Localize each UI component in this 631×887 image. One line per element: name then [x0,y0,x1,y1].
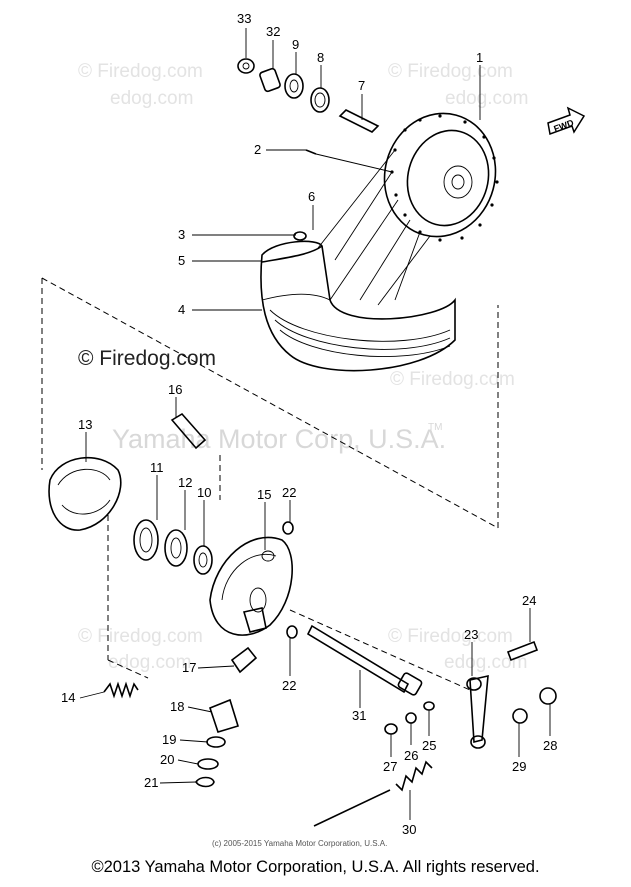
hub-assembly-left [48,412,213,575]
collar-28-icon [539,687,557,705]
watermark-firedog: © Firedog.com [388,61,513,82]
gear-17-icon [230,646,258,674]
bolt-24-icon [506,640,539,662]
joint-29-icon [512,708,528,724]
gear-16-icon [170,412,207,450]
callout-18: 18 [170,699,184,714]
watermark-firedog-fragment: edog.com [444,652,527,673]
watermark-firedog: © Firedog.com [78,61,203,82]
seal-9-icon [284,73,304,99]
nut-22-icon [282,521,294,535]
callout-23: 23 [464,627,478,642]
callout-32: 32 [266,24,280,39]
callout-29: 29 [512,759,526,774]
washer-25-icon [423,701,435,711]
callout-31: 31 [352,708,366,723]
watermark-yamaha: Yamaha Motor Corp, U.S.A. [112,424,446,454]
nut-33-icon [237,58,255,74]
callout-19: 19 [162,732,176,747]
callout-30: 30 [402,822,416,837]
callout-4: 4 [178,302,185,317]
callout-20: 20 [160,752,174,767]
spacer-7-icon [338,109,380,133]
valve-cap-6-icon [293,231,307,241]
watermark-firedog-fragment: edog.com [445,88,528,109]
watermark-layer: © Firedog.com © Firedog.com edog.com edo… [78,61,528,848]
rim-and-tire [260,231,456,372]
callout-14: 14 [61,690,75,705]
callout-21: 21 [144,775,158,790]
callout-12: 12 [178,475,192,490]
speedometer-gear-set [195,646,258,788]
leader-lines [79,28,551,820]
axle-hardware-top [237,58,380,133]
nut-22-icon [286,625,298,639]
watermark-firedog-fragment: edog.com [110,88,193,109]
callout-25: 25 [422,738,436,753]
callout-1: 1 [476,50,483,65]
watermark-tm: TM [428,422,442,433]
bearing-8-icon [310,87,330,113]
callout-33: 33 [237,11,251,26]
oring-20-icon [197,758,219,770]
callout-27: 27 [383,759,397,774]
callout-2: 2 [254,142,261,157]
nut-26-icon [405,712,417,724]
callout-17: 17 [182,660,196,675]
watermark-firedog: © Firedog.com [390,369,515,390]
callout-26: 26 [404,748,418,763]
housing-18-icon [209,698,240,733]
forward-arrow: FWD [547,106,586,136]
lever-23-icon [469,674,489,744]
callout-5: 5 [178,253,185,268]
clip-21-icon [195,776,215,788]
callout-13: 13 [78,417,92,432]
watermark-firedog: © Firedog.com [388,626,513,647]
copyright-footer: ©2013 Yamaha Motor Corporation, U.S.A. A… [91,858,540,876]
brake-plate-15 [209,521,298,639]
axle-31 [306,624,423,696]
collar-32-icon [259,67,281,93]
spring-14 [103,681,139,699]
wheel-hub-1 [317,112,499,306]
bearing-10-icon [193,545,213,575]
callout-8: 8 [317,50,324,65]
brake-linkage [313,640,557,827]
assembly-guides [41,277,499,691]
callout-22-lower: 22 [282,678,296,693]
callout-6: 6 [308,189,315,204]
callout-24: 24 [522,593,536,608]
callout-11: 11 [150,460,164,475]
callout-22-upper: 22 [282,485,296,500]
watermark-small-credit: (c) 2005-2015 Yamaha Motor Corporation, … [212,839,387,848]
seal-11-icon [133,519,159,561]
nut-27-icon [384,723,398,735]
callout-28: 28 [543,738,557,753]
callout-16: 16 [168,382,182,397]
callout-3: 3 [178,227,185,242]
callout-9: 9 [292,37,299,52]
washer-19-icon [206,736,226,748]
spoke-2 [305,149,393,173]
watermark-firedog: © Firedog.com [78,626,203,647]
fwd-arrow-icon [547,106,586,136]
watermark-firedog-fragment: edog.com [108,652,191,673]
callout-7: 7 [358,78,365,93]
brake-shoe-13-icon [48,456,122,531]
gear-12-icon [164,529,188,567]
watermark-firedog-dark: © Firedog.com [78,347,216,370]
callout-15: 15 [257,487,271,502]
callout-numbers: 33 32 9 8 7 1 2 6 3 5 4 16 13 11 12 10 1… [61,11,557,837]
callout-10: 10 [197,485,211,500]
